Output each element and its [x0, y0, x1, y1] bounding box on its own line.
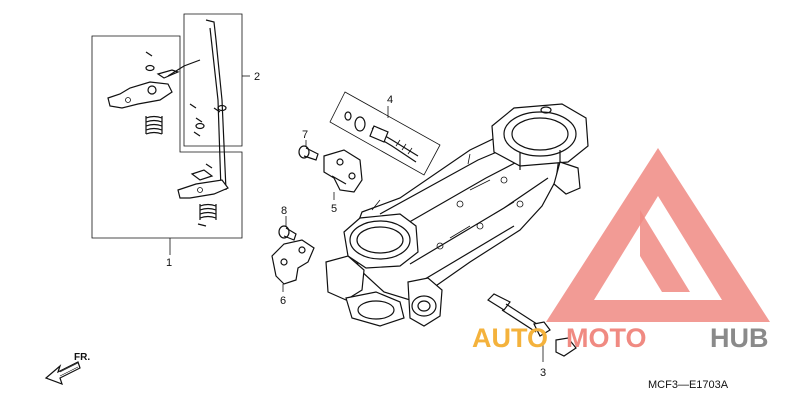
callout-7: 7 [302, 129, 308, 141]
watermark-part-hub: HUB [710, 323, 769, 353]
lower-spring [197, 203, 217, 227]
assembly-1-outline [91, 35, 243, 255]
adjust-screw-box [329, 91, 441, 176]
front-label: FR. [74, 352, 90, 363]
throttle-body [325, 103, 589, 327]
callout-4: 4 [387, 94, 393, 106]
callout-2: 2 [254, 71, 260, 83]
bolt-7 [298, 145, 319, 161]
watermark-text: AUTO MOTO HUB [472, 323, 769, 353]
front-arrow-icon [44, 361, 81, 386]
diagram-code: MCF3—E1703A [648, 379, 729, 391]
callout-5: 5 [331, 203, 337, 215]
bracket-5 [323, 149, 363, 193]
throttle-rod [189, 19, 227, 191]
callout-3: 3 [540, 367, 546, 379]
lower-link-arm [177, 169, 229, 199]
upper-link-arm [107, 51, 201, 109]
watermark-part-moto: MOTO [566, 323, 647, 353]
callout-6: 6 [280, 295, 286, 307]
assembly-2-outline [183, 13, 250, 147]
callout-1: 1 [166, 257, 172, 269]
upper-spring [145, 115, 163, 135]
watermark-logo [546, 148, 770, 322]
bracket-6 [271, 239, 315, 292]
watermark-part-auto: AUTO [472, 323, 548, 353]
leader-lines [285, 140, 335, 226]
bolt-8 [278, 225, 297, 241]
idle-screw-3 [487, 293, 577, 362]
callout-8: 8 [281, 205, 287, 217]
